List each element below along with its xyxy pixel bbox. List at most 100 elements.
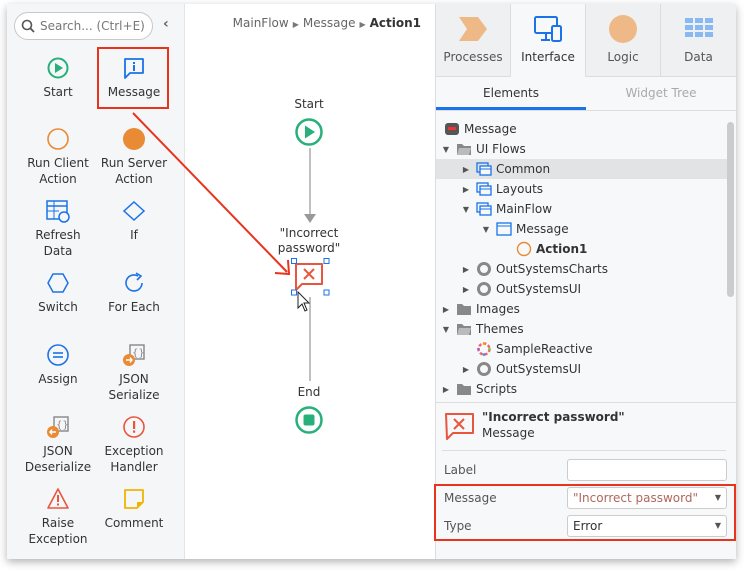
folder-open-icon xyxy=(456,322,472,336)
tool-exception-handler[interactable]: Exception Handler xyxy=(96,414,172,475)
tree-item-images[interactable]: ▶Images xyxy=(436,299,728,319)
folder-open-icon xyxy=(456,142,472,156)
caret-right-icon[interactable]: ▶ xyxy=(462,284,470,294)
mouse-cursor-icon xyxy=(297,290,311,312)
tree-item-outsystemsui[interactable]: ▶OutSystemsUI xyxy=(436,359,728,379)
tool-refresh-data[interactable]: Refresh Data xyxy=(20,198,96,259)
tool-label: If xyxy=(130,228,138,242)
tool-label: Message xyxy=(107,85,161,99)
for-each-icon xyxy=(125,272,143,292)
tree-item-scripts[interactable]: ▶ Scripts xyxy=(436,379,728,399)
tool-label: For Each xyxy=(108,300,160,314)
breadcrumb: MainFlow▶Message▶Action1 xyxy=(232,16,421,30)
caret-right-icon[interactable]: ▶ xyxy=(442,384,450,394)
tree-item-label: Layouts xyxy=(496,182,544,196)
tab-logic[interactable]: Logic xyxy=(586,4,661,77)
caret-down-icon[interactable]: ▼ xyxy=(442,324,450,334)
connector-message-end xyxy=(309,297,311,381)
subtab-elements[interactable]: Elements xyxy=(436,77,586,110)
tool-switch[interactable]: Switch xyxy=(20,270,96,315)
tree-item-common[interactable]: ▶ Common xyxy=(436,159,728,179)
module-icon xyxy=(444,122,460,136)
tool-run-server-action[interactable]: Run Server Action xyxy=(96,126,172,187)
start-node[interactable] xyxy=(294,117,324,147)
caret-right-icon[interactable]: ▶ xyxy=(462,364,470,374)
message-tool-highlight xyxy=(97,47,169,109)
tab-processes[interactable]: Processes xyxy=(436,4,511,77)
tree-item-label: OutSystemsCharts xyxy=(496,262,608,276)
tree-item-samplereactive[interactable]: SampleReactive xyxy=(436,339,728,359)
tree-item-outsystemsui[interactable]: ▶ OutSystemsUI xyxy=(436,279,728,299)
tree-item-label: UI Flows xyxy=(476,142,526,156)
tree-item-layouts[interactable]: ▶ Layouts xyxy=(436,179,728,199)
tool-json-deserialize[interactable]: {}JSON Deserialize xyxy=(20,414,96,475)
tree-item-action1[interactable]: Action1 xyxy=(436,239,728,259)
client-action-icon xyxy=(516,241,532,257)
tree-item-themes[interactable]: ▼Themes xyxy=(436,319,728,339)
tree-item-label: Message xyxy=(464,122,517,136)
breadcrumb-action1: Action1 xyxy=(369,16,421,30)
tool-assign[interactable]: Assign xyxy=(20,342,96,387)
dropdown-arrow-icon[interactable]: ▼ xyxy=(714,521,721,530)
tree-item-label: Common xyxy=(496,162,551,176)
reference-icon xyxy=(476,262,492,276)
dropdown-arrow-icon[interactable]: ▼ xyxy=(714,493,721,502)
properties-subtitle: Message xyxy=(482,426,535,440)
tool-label: Comment xyxy=(104,516,164,530)
tree-item-message[interactable]: Message xyxy=(436,119,728,139)
reference-icon xyxy=(476,362,492,376)
run-client-action-icon xyxy=(47,128,69,150)
type-select[interactable]: Error ▼ xyxy=(567,515,727,537)
caret-right-icon[interactable]: ▶ xyxy=(442,304,450,314)
tool-run-client-action[interactable]: Run Client Action xyxy=(20,126,96,187)
tree-item-outsystemscharts[interactable]: ▶ OutSystemsCharts xyxy=(436,259,728,279)
tree-item-label: Scripts xyxy=(476,382,518,396)
caret-right-icon[interactable]: ▶ xyxy=(462,264,470,274)
tool-json-serialize[interactable]: {}JSON Serialize xyxy=(96,342,172,403)
raise-exception-icon xyxy=(47,488,69,509)
message-input[interactable]: "Incorrect password"▼ xyxy=(567,487,727,509)
caret-down-icon[interactable]: ▼ xyxy=(462,204,470,214)
tab-interface[interactable]: Interface xyxy=(511,4,586,77)
tree-item-ui flows[interactable]: ▼ UI Flows xyxy=(436,139,728,159)
breadcrumb-message[interactable]: Message xyxy=(302,16,356,30)
tool-start[interactable]: Start xyxy=(20,55,96,100)
type-value: Error xyxy=(573,519,603,533)
caret-down-icon[interactable]: ▼ xyxy=(482,224,490,234)
collapse-toolbox-button[interactable]: ‹ xyxy=(163,16,169,32)
tool-label: Refresh Data xyxy=(35,228,81,258)
tab-data[interactable]: Data xyxy=(661,4,736,77)
tab-label: Data xyxy=(684,50,713,64)
end-node[interactable] xyxy=(294,405,324,435)
tree-item-message[interactable]: ▼Message xyxy=(436,219,728,239)
tool-raise-exception[interactable]: Raise Exception xyxy=(20,486,96,547)
run-server-action-icon xyxy=(123,128,145,150)
json-serialize-icon: {} xyxy=(123,344,145,366)
folder-icon xyxy=(456,382,472,396)
tool-if[interactable]: If xyxy=(96,198,172,243)
assign-icon xyxy=(47,344,69,366)
caret-right-icon[interactable]: ▶ xyxy=(462,164,470,174)
screen-icon xyxy=(496,222,512,236)
flow-icon xyxy=(476,162,492,176)
subtab-widget-tree[interactable]: Widget Tree xyxy=(625,86,697,100)
caret-down-icon[interactable]: ▼ xyxy=(442,144,450,154)
tree-scrollbar[interactable] xyxy=(727,122,734,297)
tree-item-label: OutSystemsUI xyxy=(496,282,582,296)
tool-label: Assign xyxy=(38,372,78,386)
folder-icon xyxy=(456,302,472,316)
properties-title: "Incorrect password" xyxy=(482,410,625,424)
tool-comment[interactable]: Comment xyxy=(96,486,172,531)
tool-message[interactable]: Message xyxy=(96,55,172,100)
tree-item-mainflow[interactable]: ▼MainFlow xyxy=(436,199,728,219)
if-icon xyxy=(122,200,146,222)
tool-label: JSON Deserialize xyxy=(24,444,92,474)
breadcrumb-mainflow[interactable]: MainFlow xyxy=(232,16,289,30)
message-node[interactable] xyxy=(290,257,330,297)
comment-icon xyxy=(124,489,144,509)
label-input[interactable] xyxy=(567,459,727,481)
caret-right-icon[interactable]: ▶ xyxy=(462,184,470,194)
tool-for-each[interactable]: For Each xyxy=(96,270,172,315)
toolbox xyxy=(7,4,185,559)
search-input[interactable]: Search... (Ctrl+E) xyxy=(14,12,153,40)
